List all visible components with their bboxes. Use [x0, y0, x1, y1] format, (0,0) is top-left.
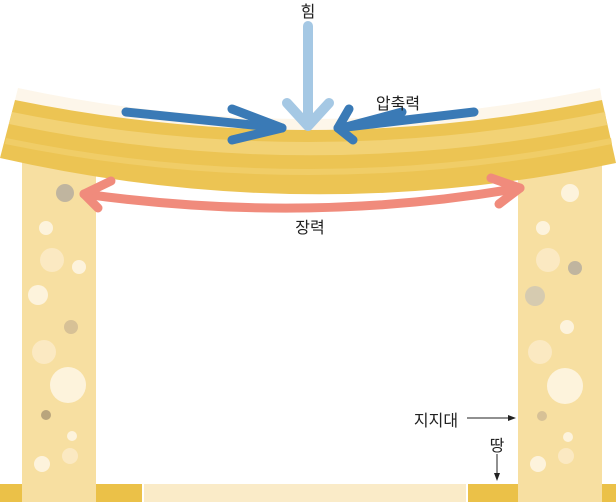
left-pillar: [22, 140, 96, 502]
right-pillar: [518, 140, 602, 502]
tension-label: 장력: [295, 218, 325, 237]
support-pointer: [467, 415, 516, 481]
support-label: 지지대: [413, 411, 459, 430]
ground-label: 땅: [489, 436, 505, 455]
force-arrow: [282, 21, 334, 131]
compression-arrows: [121, 104, 479, 145]
bent-beam: [0, 88, 616, 195]
tension-arrow: [79, 173, 525, 213]
compression-label: 압축력: [375, 94, 421, 113]
force-label: 힘: [300, 2, 316, 21]
